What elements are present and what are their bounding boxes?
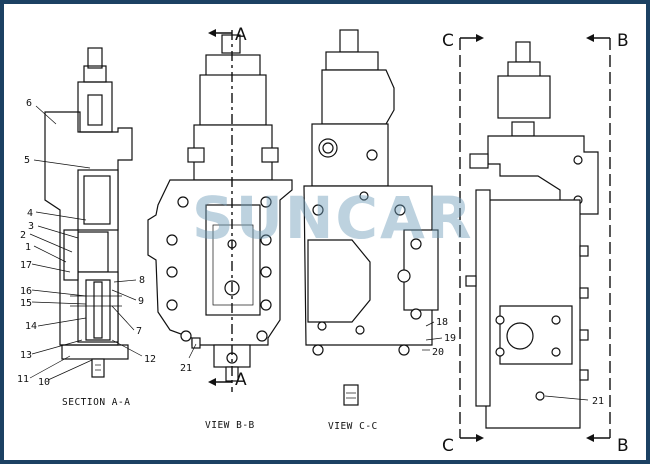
section-marker-a-bottom: A (235, 370, 247, 390)
view-cc-drawing (303, 29, 439, 406)
caption-section-aa: SECTION A-A (62, 397, 130, 408)
part-label-2: 2 (20, 230, 26, 241)
part-label-5: 5 (24, 155, 30, 166)
view-cc-part-label-18: 18 (436, 317, 448, 328)
section-line-aa (208, 29, 233, 392)
right-view-part-label-21: 21 (592, 396, 604, 407)
section-marker-a-top: A (235, 25, 247, 45)
view-bb-part-label-21: 21 (180, 363, 192, 374)
part-label-11: 11 (17, 374, 29, 385)
section-aa-drawing (44, 47, 133, 378)
section-marker-c-top: C (442, 31, 454, 51)
part-label-1: 1 (25, 242, 31, 253)
section-marker-c-bottom: C (442, 436, 454, 456)
part-label-9: 9 (138, 296, 144, 307)
caption-view-bb: VIEW B-B (205, 420, 255, 431)
part-label-8: 8 (139, 275, 145, 286)
part-label-12: 12 (144, 354, 156, 365)
section-marker-b-bottom: B (617, 436, 629, 456)
part-label-13: 13 (20, 350, 32, 361)
part-label-17: 17 (20, 260, 32, 271)
part-label-15: 15 (20, 298, 32, 309)
section-aa-part-labels: 6 5 4 3 2 1 17 16 15 14 13 11 10 12 7 9 … (17, 98, 156, 388)
part-label-3: 3 (28, 221, 34, 232)
section-marker-b-top: B (617, 31, 629, 51)
view-cc-part-label-20: 20 (432, 347, 444, 358)
caption-view-cc: VIEW C-C (328, 421, 378, 432)
right-view-drawing (465, 41, 599, 429)
view-bb-drawing (147, 34, 293, 382)
watermark-text: SUNCAR (192, 184, 474, 252)
part-label-14: 14 (25, 321, 37, 332)
part-label-10: 10 (38, 377, 50, 388)
part-label-4: 4 (27, 208, 33, 219)
section-aa-leaders (29, 105, 143, 381)
part-label-16: 16 (20, 286, 32, 297)
part-label-6: 6 (26, 98, 32, 109)
view-cc-part-label-19: 19 (444, 333, 456, 344)
section-frame-cb (459, 34, 611, 442)
part-label-7: 7 (136, 326, 142, 337)
